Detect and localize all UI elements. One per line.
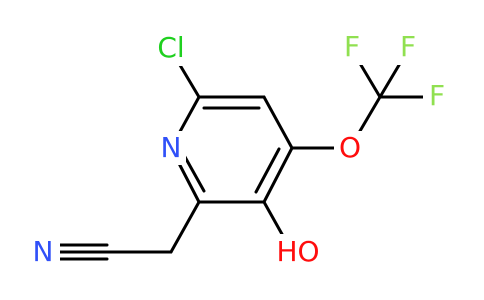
bond-c2-ch2 — [169, 200, 201, 254]
ether-oxygen-atom-label: O — [339, 131, 361, 164]
atom-labels: Cl N O F F F HO N — [28, 30, 451, 270]
fluorine-2-atom-label: F — [400, 30, 416, 63]
fluorine-3-atom-label: F — [429, 79, 445, 112]
fluorine-1-atom-label: F — [344, 30, 360, 63]
bonds — [41, 48, 438, 261]
nitrile-nitrogen-atom-label: N — [33, 235, 54, 268]
ring-nitrogen-atom-label: N — [161, 131, 182, 164]
bond-c4-c3 — [262, 146, 294, 204]
hydroxyl-group-label: HO — [276, 235, 319, 268]
chlorine-atom-label: Cl — [157, 31, 184, 64]
bond-c4-c3-double — [254, 147, 281, 194]
bond-c5-c4 — [262, 95, 294, 150]
